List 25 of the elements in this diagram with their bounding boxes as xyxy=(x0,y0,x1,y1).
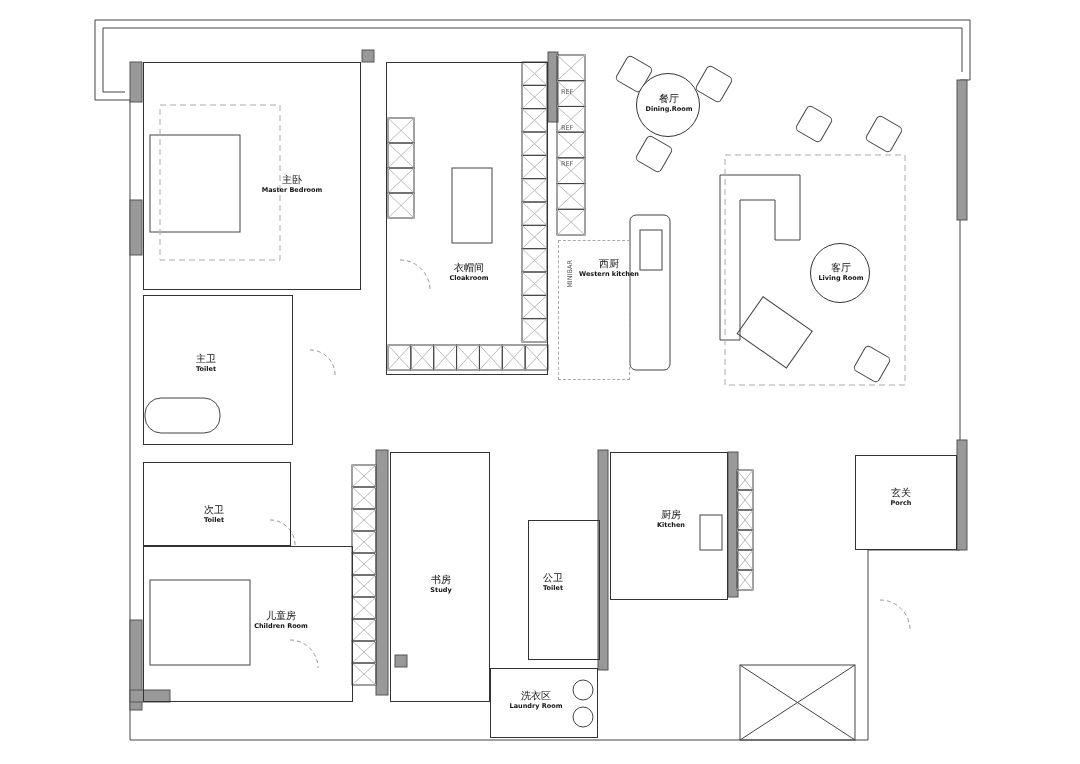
room-name: 客厅 xyxy=(831,261,851,275)
room-name: 衣帽间 xyxy=(454,261,484,275)
room-area xyxy=(143,462,291,546)
room-name: 餐厅 xyxy=(659,92,679,106)
room-area xyxy=(610,452,728,600)
room-name: 厨房 xyxy=(661,508,681,522)
room-label-circle xyxy=(810,243,870,303)
room-area xyxy=(143,295,293,445)
room-name: 次卫 xyxy=(204,503,224,517)
room-name: 洗衣区 xyxy=(521,689,551,703)
room-area xyxy=(855,455,957,550)
room-area xyxy=(143,62,361,290)
room-name: 儿童房 xyxy=(266,609,296,623)
room-name: 书房 xyxy=(431,573,451,587)
room-area xyxy=(143,546,353,702)
room-name: 主卧 xyxy=(282,173,302,187)
room-name: 玄关 xyxy=(891,486,911,500)
room-label-circle xyxy=(636,73,700,137)
room-area xyxy=(390,452,490,702)
room-area xyxy=(386,62,548,375)
room-name: 公卫 xyxy=(543,571,563,585)
room-area xyxy=(528,520,600,660)
room-name: 西厨 xyxy=(599,257,619,271)
room-area xyxy=(490,668,598,738)
room-name: 主卫 xyxy=(196,352,216,366)
